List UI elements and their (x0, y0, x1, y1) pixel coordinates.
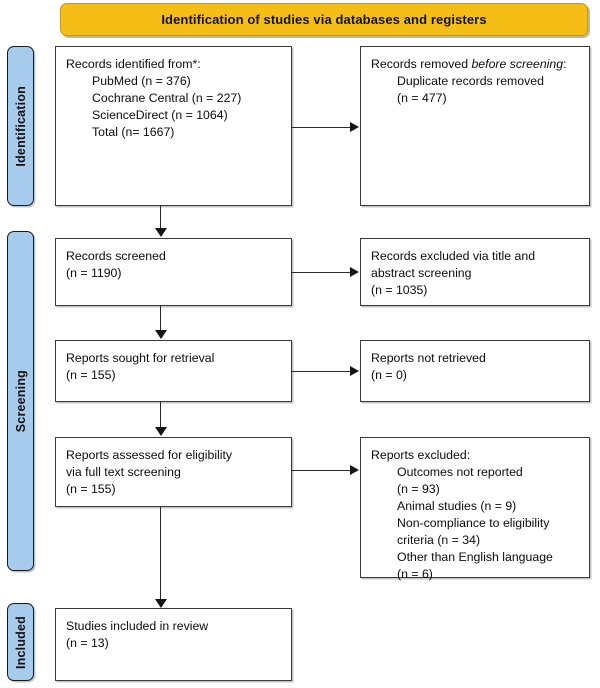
reports-not-retrieved-line-2: (n = 0) (371, 368, 407, 382)
reports-assessed-line-2: via full text screening (66, 465, 181, 479)
records-identified-source-total: Total (n= 1667) (92, 125, 175, 139)
box-reports-sought: Reports sought for retrieval (n = 155) (55, 340, 292, 402)
reports-excluded-reason-animal: Animal studies (n = 9) (397, 499, 517, 513)
box-reports-assessed: Reports assessed for eligibility via ful… (55, 437, 292, 507)
reports-assessed-line-3: (n = 155) (66, 482, 116, 496)
box-records-screened: Records screened (n = 1190) (55, 238, 292, 306)
diagram-banner: Identification of studies via databases … (60, 3, 588, 36)
connector-identified-to-removed (292, 127, 351, 129)
records-identified-source-cochrane: Cochrane Central (n = 227) (92, 91, 242, 105)
records-excluded-line-2: abstract screening (371, 266, 472, 280)
studies-included-line-1: Studies included in review (66, 619, 209, 633)
reports-excluded-reason-criteria-count: criteria (n = 34) (397, 533, 481, 547)
arrowhead-sought-to-assessed (155, 427, 167, 436)
arrowhead-identified-to-removed (350, 122, 359, 132)
connector-assessed-to-excluded (292, 470, 351, 472)
reports-excluded-heading: Reports excluded: (371, 448, 471, 462)
connector-screened-to-excluded (292, 272, 351, 274)
box-studies-included: Studies included in review (n = 13) (55, 608, 292, 681)
box-records-removed: Records removed before screening: Duplic… (360, 46, 590, 206)
reports-sought-line-2: (n = 155) (66, 368, 116, 382)
arrowhead-screened-to-sought (155, 330, 167, 339)
arrowhead-assessed-to-excluded (350, 465, 359, 475)
records-identified-source-sciencedirect: ScienceDirect (n = 1064) (92, 108, 228, 122)
records-identified-heading: Records identified from*: (66, 57, 201, 71)
records-identified-source-pubmed: PubMed (n = 376) (92, 74, 191, 88)
connector-screened-to-sought (160, 306, 162, 332)
connector-identified-to-screened (160, 206, 162, 230)
stage-tab-identification: Identification (7, 46, 34, 206)
records-removed-item-count: (n = 477) (397, 91, 447, 105)
reports-assessed-line-1: Reports assessed for eligibility (66, 448, 233, 462)
stage-tab-identification-label: Identification (13, 85, 28, 167)
records-removed-heading-tail: : (563, 57, 567, 71)
box-reports-not-retrieved: Reports not retrieved (n = 0) (360, 340, 590, 402)
connector-sought-to-not-retrieved (292, 371, 351, 373)
arrowhead-sought-to-not-retrieved (350, 366, 359, 376)
connector-assessed-to-included (160, 507, 162, 602)
box-reports-excluded: Reports excluded: Outcomes not reported … (360, 437, 590, 581)
stage-tab-included: Included (7, 603, 34, 681)
reports-not-retrieved-line-1: Reports not retrieved (371, 351, 486, 365)
banner-title: Identification of studies via databases … (161, 12, 487, 27)
records-removed-item-duplicates: Duplicate records removed (397, 74, 544, 88)
reports-excluded-reason-language: Other than English language (397, 550, 553, 564)
arrowhead-assessed-to-included (155, 599, 167, 608)
records-removed-heading: Records removed before screening: (371, 56, 579, 73)
reports-excluded-reason-noncompliance: Non-compliance to eligibility (397, 516, 550, 530)
records-removed-heading-italic: before screening (471, 57, 564, 71)
records-removed-heading-plain: Records removed (371, 57, 472, 71)
reports-excluded-reason-outcomes-count: (n = 93) (397, 482, 440, 496)
records-screened-line-1: Records screened (66, 249, 166, 263)
connector-sought-to-assessed (160, 402, 162, 429)
reports-excluded-reason-outcomes: Outcomes not reported (397, 465, 523, 479)
records-excluded-line-3: (n = 1035) (371, 283, 428, 297)
box-records-excluded: Records excluded via title and abstract … (360, 238, 590, 306)
box-records-identified: Records identified from*: PubMed (n = 37… (55, 46, 292, 206)
stage-tab-screening-label: Screening (13, 369, 28, 433)
records-excluded-line-1: Records excluded via title and (371, 249, 536, 263)
studies-included-line-2: (n = 13) (66, 636, 109, 650)
stage-tab-screening: Screening (7, 231, 34, 571)
reports-sought-line-1: Reports sought for retrieval (66, 351, 215, 365)
arrowhead-screened-to-excluded (350, 267, 359, 277)
stage-tab-included-label: Included (13, 615, 28, 669)
records-screened-line-2: (n = 1190) (66, 266, 122, 280)
arrowhead-identified-to-screened (155, 228, 167, 237)
reports-excluded-reason-language-count: (n = 6) (397, 567, 433, 581)
